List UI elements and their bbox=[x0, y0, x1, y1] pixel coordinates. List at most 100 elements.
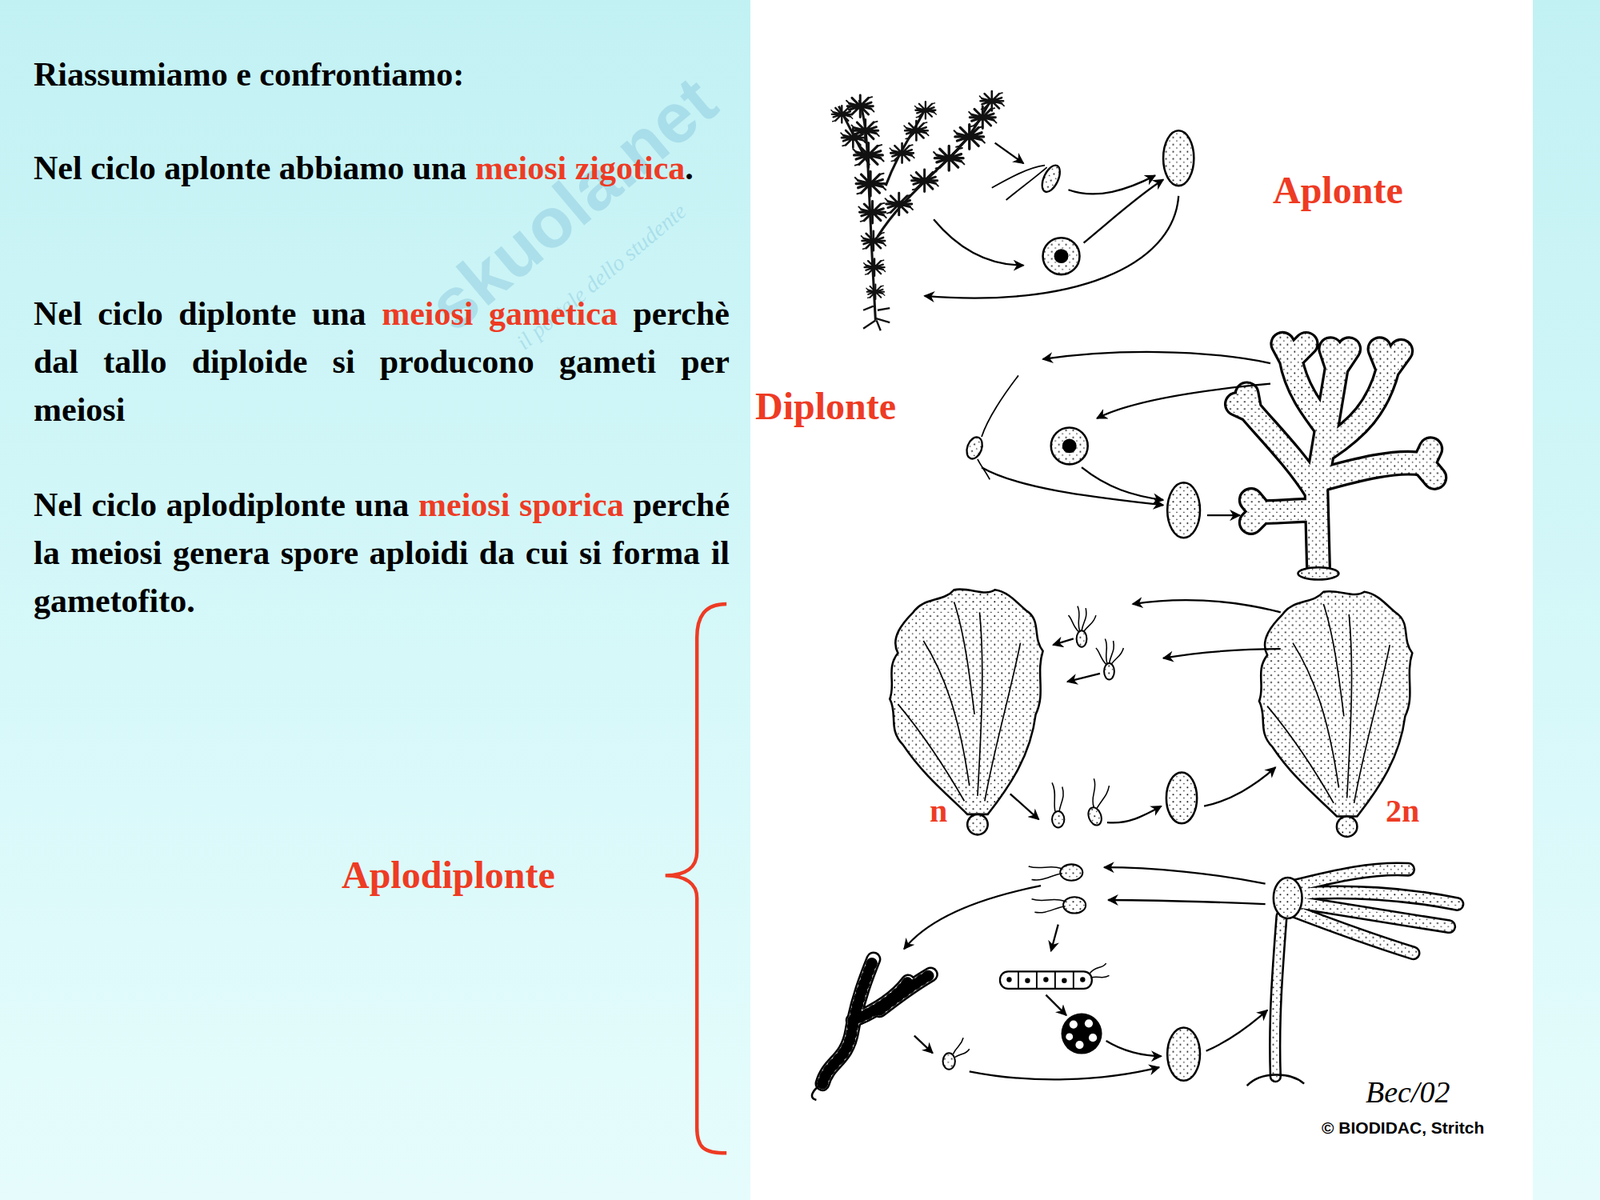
diplont-cycle-drawing-part bbox=[1207, 514, 1240, 516]
haplont-cycle-drawing-part bbox=[863, 306, 890, 332]
haplodiplont-filament-drawing-part bbox=[1024, 978, 1030, 984]
haplodiplont-filament-drawing-part bbox=[1065, 1032, 1073, 1040]
haplodiplont-filament-drawing-part bbox=[1006, 976, 1012, 982]
haplodiplont-filament-drawing-part bbox=[1247, 1074, 1304, 1086]
haplodiplont-ulva-drawing-part bbox=[889, 589, 1043, 836]
haplont-cycle-drawing-part bbox=[995, 143, 1024, 164]
ploidy-label: n bbox=[929, 795, 948, 828]
haplodiplont-filament-drawing-part bbox=[1275, 916, 1282, 1076]
diplont-cycle-drawing-part bbox=[1236, 344, 1435, 567]
haplodiplont-filament-drawing-part bbox=[822, 959, 931, 1084]
haplodiplont-filament-drawing-part bbox=[1088, 1033, 1097, 1042]
haplodiplont-filament-drawing-part bbox=[1028, 866, 1063, 880]
haplodiplont-filament-drawing-part bbox=[1051, 924, 1059, 952]
haplodiplont-ulva-drawing-part bbox=[1067, 673, 1100, 682]
summary-paragraph: Nel ciclo aplodiplonte una meiosi sporic… bbox=[33, 480, 730, 625]
haplodiplont-filament-drawing-part bbox=[1106, 1040, 1162, 1056]
haplodiplont-filament-drawing-part bbox=[1292, 868, 1458, 953]
haplont-cycle-drawing-part bbox=[861, 231, 887, 251]
diplont-cycle-drawing-part bbox=[1051, 427, 1088, 464]
haplodiplont-ulva-drawing-part bbox=[1052, 782, 1064, 812]
diplont-cycle-drawing-part bbox=[1043, 352, 1271, 364]
diplont-cycle-drawing-part bbox=[1062, 438, 1077, 453]
diplont-cycle-drawing-part bbox=[981, 375, 1019, 437]
haplont-cycle-drawing-part bbox=[858, 201, 886, 224]
diplont-cycle-drawing-part bbox=[964, 435, 985, 461]
haplodiplont-ulva-drawing-part bbox=[1086, 805, 1104, 828]
haplodiplont-filament-drawing-part bbox=[1206, 1010, 1268, 1052]
diplont-cycle-drawing-part bbox=[1236, 344, 1435, 567]
haplodiplont-ulva-drawing-part bbox=[1163, 648, 1281, 658]
haplont-cycle-drawing-part bbox=[1038, 162, 1064, 195]
haplodiplont-ulva-drawing-part bbox=[1076, 630, 1088, 647]
haplodiplont-filament-drawing-part bbox=[1084, 1019, 1093, 1028]
haplodiplont-filament-drawing-part bbox=[812, 1084, 823, 1100]
haplodiplont-filament-drawing-part bbox=[1108, 900, 1265, 904]
haplodiplont-ulva-drawing-part bbox=[1010, 793, 1040, 820]
haplodiplont-filament-drawing-part bbox=[1104, 867, 1266, 884]
cycle-label: Aplodiplonte bbox=[341, 856, 556, 895]
haplont-cycle-drawing-part bbox=[889, 143, 915, 163]
slide-title: Riassumiamo e confrontiamo: bbox=[33, 50, 730, 99]
haplodiplont-filament-drawing-part bbox=[1043, 976, 1048, 982]
haplont-cycle-drawing bbox=[831, 91, 1194, 331]
haplont-cycle-drawing-part bbox=[910, 169, 938, 192]
summary-paragraph: Nel ciclo diplonte una meiosi gametica p… bbox=[33, 289, 730, 434]
haplodiplont-ulva-drawing-part bbox=[1052, 811, 1064, 828]
haplont-cycle-drawing-part bbox=[1043, 237, 1080, 275]
haplont-cycle-drawing-part bbox=[933, 145, 964, 171]
highlight-term: meiosi sporica bbox=[418, 486, 624, 524]
haplodiplont-filament-drawing-part bbox=[822, 959, 931, 1084]
haplodiplont-ulva-drawing-part bbox=[1068, 606, 1096, 632]
haplodiplont-filament-drawing-part bbox=[1292, 868, 1458, 953]
haplodiplont-filament-drawing-part bbox=[904, 885, 1041, 949]
haplodiplont-filament-drawing bbox=[812, 864, 1457, 1100]
diplont-cycle-drawing-part bbox=[1081, 467, 1164, 500]
haplont-cycle-drawing-part bbox=[831, 105, 853, 123]
summary-text: Nel ciclo aplodiplonte una bbox=[33, 486, 409, 524]
cycle-label: Aplonte bbox=[1272, 171, 1404, 210]
haplodiplont-ulva-drawing-part bbox=[1096, 638, 1124, 664]
haplont-cycle-drawing-part bbox=[840, 128, 866, 148]
curly-bracket bbox=[665, 604, 728, 1153]
haplodiplont-filament-drawing-part bbox=[943, 1052, 956, 1069]
haplont-cycle-drawing-part bbox=[1163, 130, 1194, 186]
haplont-cycle-drawing-part bbox=[852, 143, 884, 168]
haplodiplont-filament-drawing-part bbox=[1167, 1027, 1200, 1080]
haplodiplont-ulva-drawing bbox=[889, 589, 1412, 837]
haplodiplont-filament-drawing-part bbox=[1061, 978, 1067, 984]
haplont-cycle-drawing-part bbox=[866, 284, 885, 300]
haplodiplont-ulva-drawing-part bbox=[1092, 778, 1110, 808]
diplont-cycle-drawing-part bbox=[1167, 482, 1200, 538]
haplont-cycle-drawing-part bbox=[864, 258, 886, 276]
haplodiplont-filament-drawing-part bbox=[1075, 1040, 1084, 1049]
diplont-cycle-drawing-part bbox=[981, 467, 1164, 505]
artist-signature: Bec/02 bbox=[1365, 1076, 1451, 1108]
haplodiplont-ulva-drawing-part bbox=[1132, 600, 1281, 612]
haplodiplont-ulva-drawing-part bbox=[1104, 663, 1115, 680]
haplodiplont-filament-drawing-part bbox=[1032, 899, 1066, 913]
haplont-cycle-drawing-part bbox=[992, 165, 1048, 200]
haplodiplont-filament-drawing-part bbox=[1061, 1013, 1103, 1055]
haplodiplont-filament-drawing-part bbox=[1000, 971, 1092, 989]
haplodiplont-filament-drawing-part bbox=[1275, 916, 1282, 1076]
haplont-cycle-drawing-part bbox=[1054, 248, 1069, 264]
haplodiplont-ulva-drawing-part bbox=[1107, 806, 1162, 824]
ploidy-label: 2n bbox=[1385, 795, 1420, 828]
haplodiplont-filament-drawing-part bbox=[914, 1036, 933, 1054]
summary-paragraph: Nel ciclo aplonte abbiamo una meiosi zig… bbox=[33, 144, 730, 192]
haplont-cycle-drawing-part bbox=[979, 91, 1004, 111]
haplodiplont-filament-drawing-part bbox=[1069, 1020, 1078, 1029]
summary-text: Nel ciclo diplonte una bbox=[33, 295, 367, 332]
haplont-cycle-drawing-part bbox=[855, 171, 886, 196]
haplodiplont-ulva-drawing-part bbox=[1052, 638, 1074, 645]
haplont-cycle-drawing-part bbox=[904, 120, 929, 140]
haplont-cycle-drawing-part bbox=[1084, 179, 1164, 243]
diplont-cycle-drawing-part bbox=[1297, 567, 1339, 580]
haplodiplont-filament-drawing-part bbox=[952, 1037, 969, 1057]
cycle-label: Diplonte bbox=[755, 387, 896, 426]
haplont-cycle-drawing-part bbox=[1068, 175, 1155, 194]
summary-text: Nel ciclo aplonte abbiamo una bbox=[33, 149, 467, 187]
haplodiplont-filament-drawing-part bbox=[1089, 963, 1109, 978]
haplodiplont-ulva-drawing-part bbox=[1166, 772, 1197, 824]
